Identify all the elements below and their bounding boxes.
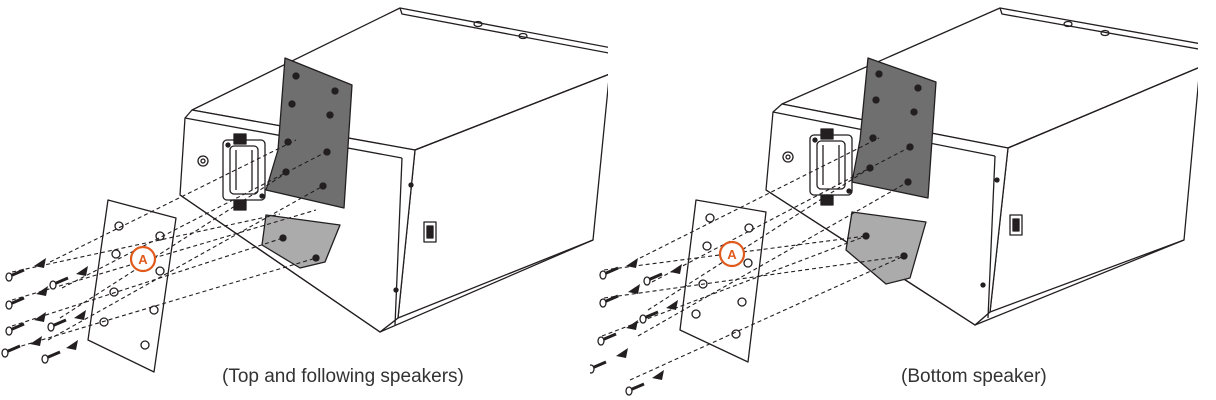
screw-icon: [639, 310, 659, 324]
callout-label: A: [138, 252, 148, 267]
arrow-icon: [30, 336, 42, 346]
screw-icon: [5, 268, 25, 282]
arrow-icon: [36, 286, 48, 296]
screw-icon: [5, 296, 25, 310]
rigging-bracket-top: [851, 57, 937, 199]
arrow-icon: [652, 370, 664, 380]
figure-caption: (Bottom speaker): [901, 366, 1047, 387]
rigging-bracket-bottom: [261, 214, 341, 269]
screw-icon: [5, 322, 25, 336]
arrow-set: [616, 258, 682, 380]
screw-icon: [1, 344, 21, 358]
arrow-icon: [34, 312, 46, 322]
arrow-set: [30, 258, 88, 350]
screw-icon: [625, 382, 645, 396]
figure-bottom-speaker: A (Bottom speaker): [590, 0, 1198, 400]
screw-icon: [597, 332, 617, 346]
figure-top-speakers: A (Top and following speakers): [1, 7, 608, 387]
figure-caption: (Top and following speakers): [222, 366, 464, 387]
screw-icon: [599, 266, 619, 280]
assembly-guide-lines: [601, 137, 911, 381]
handle-icon: [222, 133, 266, 211]
arrow-icon: [76, 266, 88, 276]
arrow-icon: [74, 310, 86, 320]
speaker-illustration: A: [590, 7, 1198, 396]
callout-marker: A: [718, 240, 746, 268]
screw-icon: [590, 360, 607, 374]
arrow-icon: [626, 258, 638, 268]
screw-icon: [47, 318, 67, 332]
arrow-icon: [628, 284, 640, 294]
arrow-icon: [670, 264, 682, 274]
arrow-icon: [34, 258, 46, 268]
screw-set: [590, 266, 663, 396]
detached-plate: [87, 199, 177, 373]
arrow-icon: [666, 300, 678, 310]
arrow-icon: [616, 348, 628, 358]
screw-set: [1, 268, 69, 364]
screw-icon: [599, 294, 619, 308]
arrow-icon: [626, 320, 638, 330]
rigging-bracket-top: [265, 57, 353, 209]
screw-icon: [643, 272, 663, 286]
screw-icon: [41, 350, 61, 364]
arrow-icon: [66, 340, 78, 350]
callout-label: A: [727, 247, 737, 262]
callout-marker: A: [129, 245, 157, 273]
handle-icon: [809, 128, 853, 206]
assembly-guide-lines: [7, 139, 331, 351]
screw-icon: [49, 276, 69, 290]
speaker-illustration: A: [1, 7, 608, 373]
